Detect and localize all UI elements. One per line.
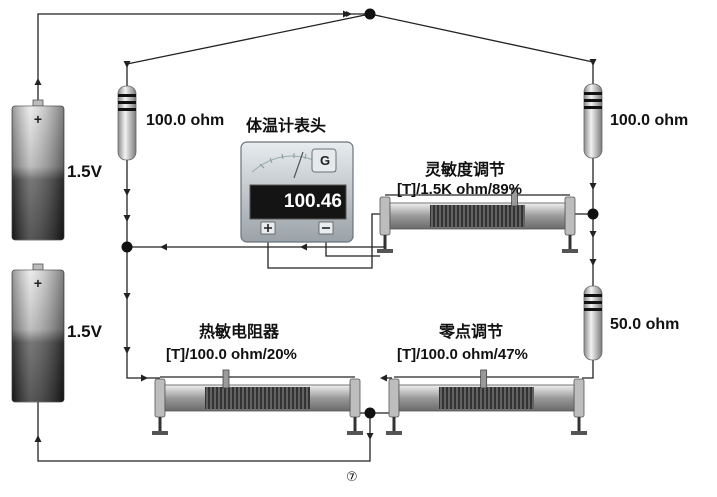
arrow <box>123 61 131 68</box>
meter-reading: 100.46 <box>283 191 342 212</box>
arrow <box>123 347 131 354</box>
rheostat-foot <box>347 431 363 435</box>
arrow <box>366 433 374 440</box>
junction-right <box>587 208 599 220</box>
rheostat-slider[interactable] <box>480 369 488 389</box>
arrow <box>160 243 167 251</box>
wire-right-branch-bottom <box>582 358 594 379</box>
zero-title: 零点调节 <box>439 324 504 341</box>
arrow <box>589 259 597 266</box>
current-arrows <box>34 10 597 442</box>
meter-g-badge: G <box>319 153 331 168</box>
rheostat-thermistor[interactable] <box>152 369 363 435</box>
thermistor-param: [T]/100.0 ohm/20% <box>166 346 297 363</box>
arrow <box>141 374 148 382</box>
battery-top[interactable]: + <box>11 99 65 241</box>
thermometer-meter[interactable] <box>240 141 354 243</box>
thermistor-title: 热敏电阻器 <box>199 324 280 341</box>
rheostat-end-cap <box>349 378 361 418</box>
arrow <box>589 183 597 190</box>
rheostat-foot <box>152 431 168 435</box>
resistor-right-lower[interactable] <box>583 285 603 361</box>
rheostat-end-cap <box>564 196 576 236</box>
arrow <box>589 231 597 238</box>
rheostat-foot <box>386 431 402 435</box>
junction-nodes <box>121 8 599 419</box>
arrow <box>346 11 352 17</box>
arrow <box>589 59 597 66</box>
wire-top-right-diagonal <box>369 13 594 85</box>
arrow <box>123 293 131 300</box>
rheostat-sensitivity[interactable] <box>377 187 578 253</box>
rheostat-end-cap <box>154 378 166 418</box>
arrow <box>123 215 131 222</box>
rheostat-end-cap <box>573 378 585 418</box>
rheostat-coil <box>439 387 534 409</box>
zero-param: [T]/100.0 ohm/47% <box>397 346 528 363</box>
rheostat-coil <box>205 387 310 409</box>
sensitivity-title: 灵敏度调节 <box>425 162 506 179</box>
resistor-top-left-label: 100.0 ohm <box>146 112 225 129</box>
resistor-top-right-label: 100.0 ohm <box>610 112 689 129</box>
meter-title: 体温计表头 <box>246 118 327 135</box>
rheostat-coil <box>430 205 525 227</box>
rheostat-foot <box>571 431 587 435</box>
sensitivity-param: [T]/1.5K ohm/89% <box>397 181 523 198</box>
resistor-top-left[interactable] <box>117 85 137 161</box>
resistor-right-lower-label: 50.0 ohm <box>610 316 680 333</box>
battery-bottom-voltage: 1.5V <box>67 322 102 341</box>
footnote-mark: ⑦ <box>346 470 358 485</box>
resistor-top-right[interactable] <box>583 83 603 159</box>
meter-plus-icon <box>260 221 276 235</box>
wire-sensitivity-left <box>267 213 380 269</box>
rheostat-end-cap <box>379 196 391 236</box>
arrow <box>380 374 387 382</box>
meter-needle <box>293 151 304 179</box>
junction-top <box>364 8 376 20</box>
rheostat-slider[interactable] <box>222 369 230 389</box>
rheostat-slider[interactable] <box>511 187 518 207</box>
junction-bottom <box>364 407 376 419</box>
rheostat-foot <box>377 249 393 253</box>
battery-plus-icon: + <box>34 275 42 291</box>
rheostat-end-cap <box>388 378 400 418</box>
wires <box>37 13 594 462</box>
rheostat-zero[interactable] <box>386 369 587 435</box>
battery-top-voltage: 1.5V <box>67 162 102 181</box>
wire-top-left-diagonal <box>126 13 371 88</box>
arrow <box>34 435 42 442</box>
arrow <box>300 243 307 251</box>
battery-plus-icon: + <box>34 111 42 127</box>
arrow <box>34 78 42 85</box>
junction-left <box>121 241 133 253</box>
wire-left-branch <box>126 158 160 379</box>
rheostat-foot <box>562 249 578 253</box>
wire-outer-top <box>37 13 370 100</box>
meter-minus-icon <box>318 221 334 235</box>
arrow <box>123 189 131 196</box>
battery-bottom[interactable]: + <box>11 263 65 403</box>
